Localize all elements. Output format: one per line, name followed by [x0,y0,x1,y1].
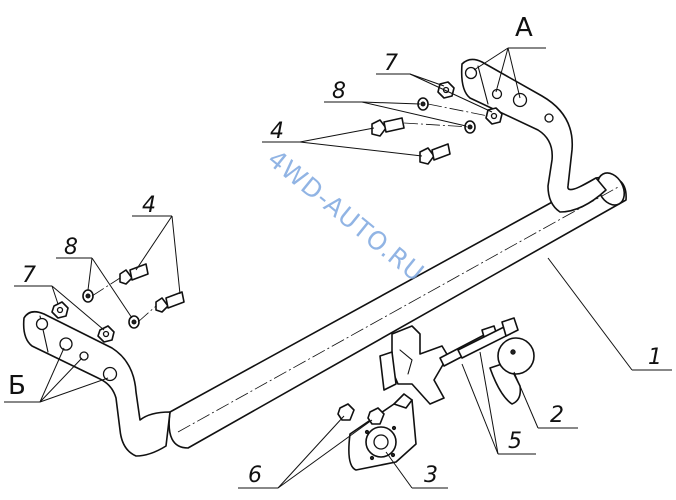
tow-ball [489,337,535,405]
callout-7-top: 7 [384,51,398,76]
callout-3: 3 [424,463,438,488]
callout-8-top: 8 [332,79,346,104]
socket-plate [348,393,417,471]
callout-6: 6 [248,463,262,488]
crossbar-tube [168,172,627,449]
leader-lines [4,47,672,489]
ball-mount-bracket [379,325,449,405]
callout-4-top: 4 [270,119,284,144]
callout-a: А [515,13,533,43]
left-fasteners [51,263,185,343]
right-mounting-bracket [460,58,607,213]
callout-7-left: 7 [22,263,36,288]
left-mounting-bracket [22,310,171,457]
callout-8-left: 8 [64,235,78,260]
callout-4-left: 4 [142,193,156,218]
plate-nuts [337,403,385,425]
watermark-text: 4WD-AUTO.RU [262,144,430,288]
callout-2: 2 [550,403,564,428]
callout-b: Б [8,371,26,401]
callout-5: 5 [508,429,522,454]
top-fasteners [371,81,503,165]
ball-bolts [439,317,519,367]
callout-1: 1 [648,345,662,370]
